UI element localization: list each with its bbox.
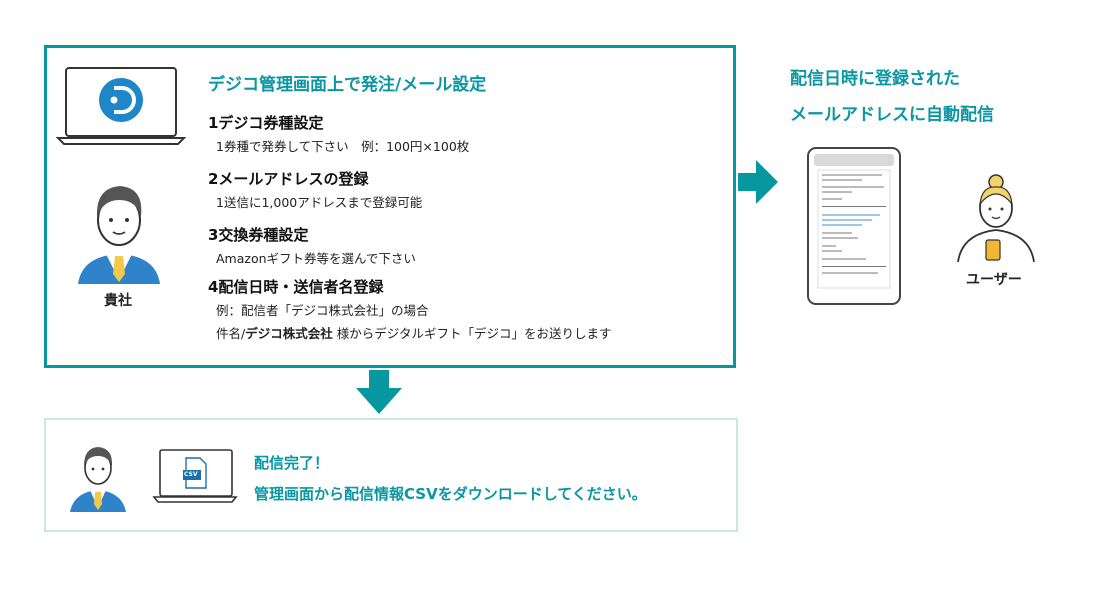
completion-box (44, 418, 738, 532)
step-3-desc: Amazonギフト券等を選んで下さい (216, 251, 416, 266)
user-label: ユーザー (966, 272, 1022, 288)
arrow-right-icon (738, 160, 778, 204)
step-1-desc: 1券種で発券して下さい 例：100円×100枚 (216, 139, 470, 154)
auto-delivery-line2: メールアドレスに自動配信 (790, 105, 994, 125)
laptop-icon (56, 67, 186, 145)
laptop-csv-icon (152, 449, 238, 503)
user-avatar (957, 174, 1035, 263)
subject-company: デジコ株式会社 (245, 326, 333, 341)
process-heading: デジコ管理画面上で発注/メール設定 (208, 75, 487, 95)
step-4-title: 4配信日時・送信者名登録 (208, 278, 384, 296)
subject-suffix: 様からデジタルギフト「デジコ」をお送りします (332, 326, 612, 341)
auto-delivery-line1: 配信日時に登録された (790, 69, 960, 89)
completion-instruction: 管理画面から配信情報CSVをダウンロードしてください。 (254, 485, 647, 503)
step-4-desc: 例：配信者「デジコ株式会社」の場合 (216, 303, 429, 318)
businessman-avatar (72, 186, 166, 284)
dejico-logo-icon (99, 78, 143, 122)
step-2-desc: 1送信に1,000アドレスまで登録可能 (216, 195, 423, 210)
step-4-subject: 件名/デジコ株式会社 様からデジタルギフト「デジコ」をお送りします (216, 323, 611, 342)
smartphone-email-icon (807, 147, 901, 305)
step-2-title: 2メールアドレスの登録 (208, 170, 369, 188)
csv-label: CSV (184, 471, 198, 478)
arrow-down-icon (356, 370, 402, 414)
phone-in-hand-icon (985, 239, 1001, 261)
process-box (44, 45, 736, 368)
step-3-title: 3交換券種設定 (208, 226, 309, 244)
businessman-small-avatar (68, 447, 128, 512)
step-1-title: 1デジコ券種設定 (208, 114, 324, 132)
subject-prefix: 件名/ (216, 326, 246, 341)
company-label: 貴社 (104, 293, 132, 309)
completion-title: 配信完了！ (254, 454, 330, 472)
